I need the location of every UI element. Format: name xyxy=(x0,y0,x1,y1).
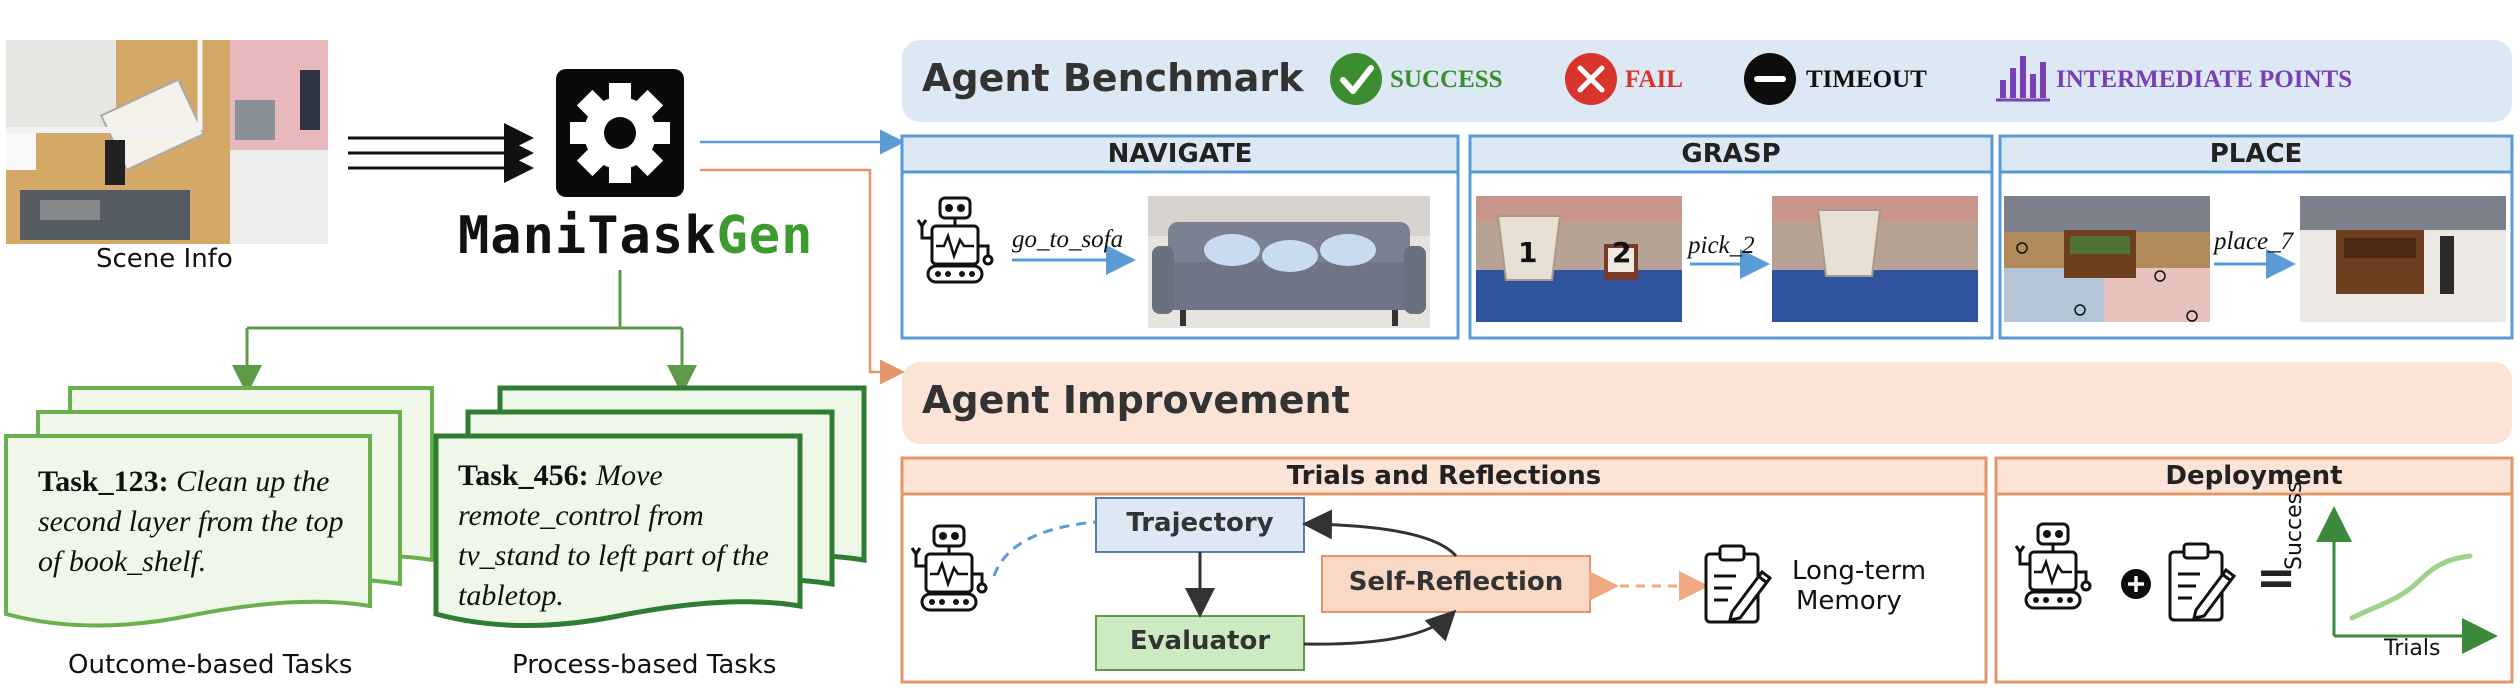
grasp-action-label: pick_2 xyxy=(1688,232,1755,259)
benchmark-header-bg xyxy=(902,40,2512,122)
grasp-title: GRASP xyxy=(1681,139,1781,169)
improvement-header-bg xyxy=(902,362,2512,444)
benchmark-title: Agent Benchmark xyxy=(922,56,1304,100)
trajectory-box xyxy=(1095,497,1305,553)
evaluator-box xyxy=(1095,615,1305,671)
outcome-tasks-label: Outcome-based Tasks xyxy=(68,650,353,680)
grasp-after-image xyxy=(1772,196,1978,322)
sofa-image xyxy=(1148,196,1430,328)
legend-intermediate-points: INTERMEDIATE POINTS xyxy=(2056,66,2353,93)
plot-y-label: Success xyxy=(2282,481,2307,570)
place-before-image xyxy=(2004,196,2210,322)
grasp-object-label-1: 1 xyxy=(1518,236,1538,269)
evaluator-to-reflection-arrow xyxy=(1303,609,1457,646)
success-icon xyxy=(1330,53,1382,105)
navigate-action-label: go_to_sofa xyxy=(1012,226,1124,253)
reflection-to-trajectory-arrow xyxy=(1302,509,1458,558)
gear-icon xyxy=(556,69,684,197)
logo-part-1: ManiTask xyxy=(458,206,717,266)
self-reflection-box xyxy=(1321,555,1591,613)
outcome-task-text: Clean up the second layer from the top o… xyxy=(38,465,344,578)
logo-part-2: Gen xyxy=(716,206,814,266)
deployment-title: Deployment xyxy=(2165,461,2343,491)
evaluator-label: Evaluator xyxy=(1129,626,1271,656)
timeout-icon xyxy=(1744,53,1796,105)
outcome-task-stack xyxy=(4,386,434,628)
success-trials-plot xyxy=(2316,506,2498,654)
scene-info-label: Scene Info xyxy=(96,244,233,274)
improvement-title: Agent Improvement xyxy=(922,378,1350,422)
process-task-id: Task_456: xyxy=(458,459,589,492)
outcome-task-id: Task_123: xyxy=(38,465,169,498)
scene-info-image xyxy=(6,40,328,244)
intermediate-points-icon xyxy=(1996,56,2050,102)
legend-success: SUCCESS xyxy=(1390,66,1503,93)
plot-x-label: Trials xyxy=(2384,636,2441,661)
process-tasks-label: Process-based Tasks xyxy=(512,650,777,680)
robot-to-trajectory-link xyxy=(992,520,1097,577)
memory-label-line1: Long-term xyxy=(1792,556,1927,586)
memory-label: Long-term Memory xyxy=(1792,556,1926,616)
manitaskgen-logo: ManiTaskGen xyxy=(458,206,813,266)
process-task-card: Task_456: Move remote_control from tv_st… xyxy=(458,456,794,616)
self-reflection-label: Self-Reflection xyxy=(1348,567,1564,597)
generator-to-tasks-arrows xyxy=(232,270,697,395)
legend-fail: FAIL xyxy=(1625,66,1683,93)
deployment-panel xyxy=(1994,456,2514,684)
process-task-stack xyxy=(433,385,867,628)
place-title: PLACE xyxy=(2209,139,2303,169)
trajectory-label: Trajectory xyxy=(1126,508,1274,538)
legend-timeout: TIMEOUT xyxy=(1806,66,1927,93)
grasp-before-image xyxy=(1476,196,1682,322)
grasp-object-label-2: 2 xyxy=(1612,236,1632,269)
memory-label-line2: Memory xyxy=(1796,586,1902,616)
scene-to-generator-arrows xyxy=(348,123,534,183)
outcome-task-card: Task_123: Clean up the second layer from… xyxy=(38,462,362,582)
place-action-label: place_7 xyxy=(2214,228,2294,255)
equals-sign: = xyxy=(2256,550,2297,606)
place-after-image xyxy=(2300,196,2506,322)
arrow-to-improvement xyxy=(700,168,905,385)
trials-title: Trials and Reflections xyxy=(1286,461,1602,491)
fail-icon xyxy=(1565,53,1617,105)
navigate-title: NAVIGATE xyxy=(1107,139,1253,169)
process-task-text: Move remote_control from tv_stand to lef… xyxy=(458,459,769,612)
